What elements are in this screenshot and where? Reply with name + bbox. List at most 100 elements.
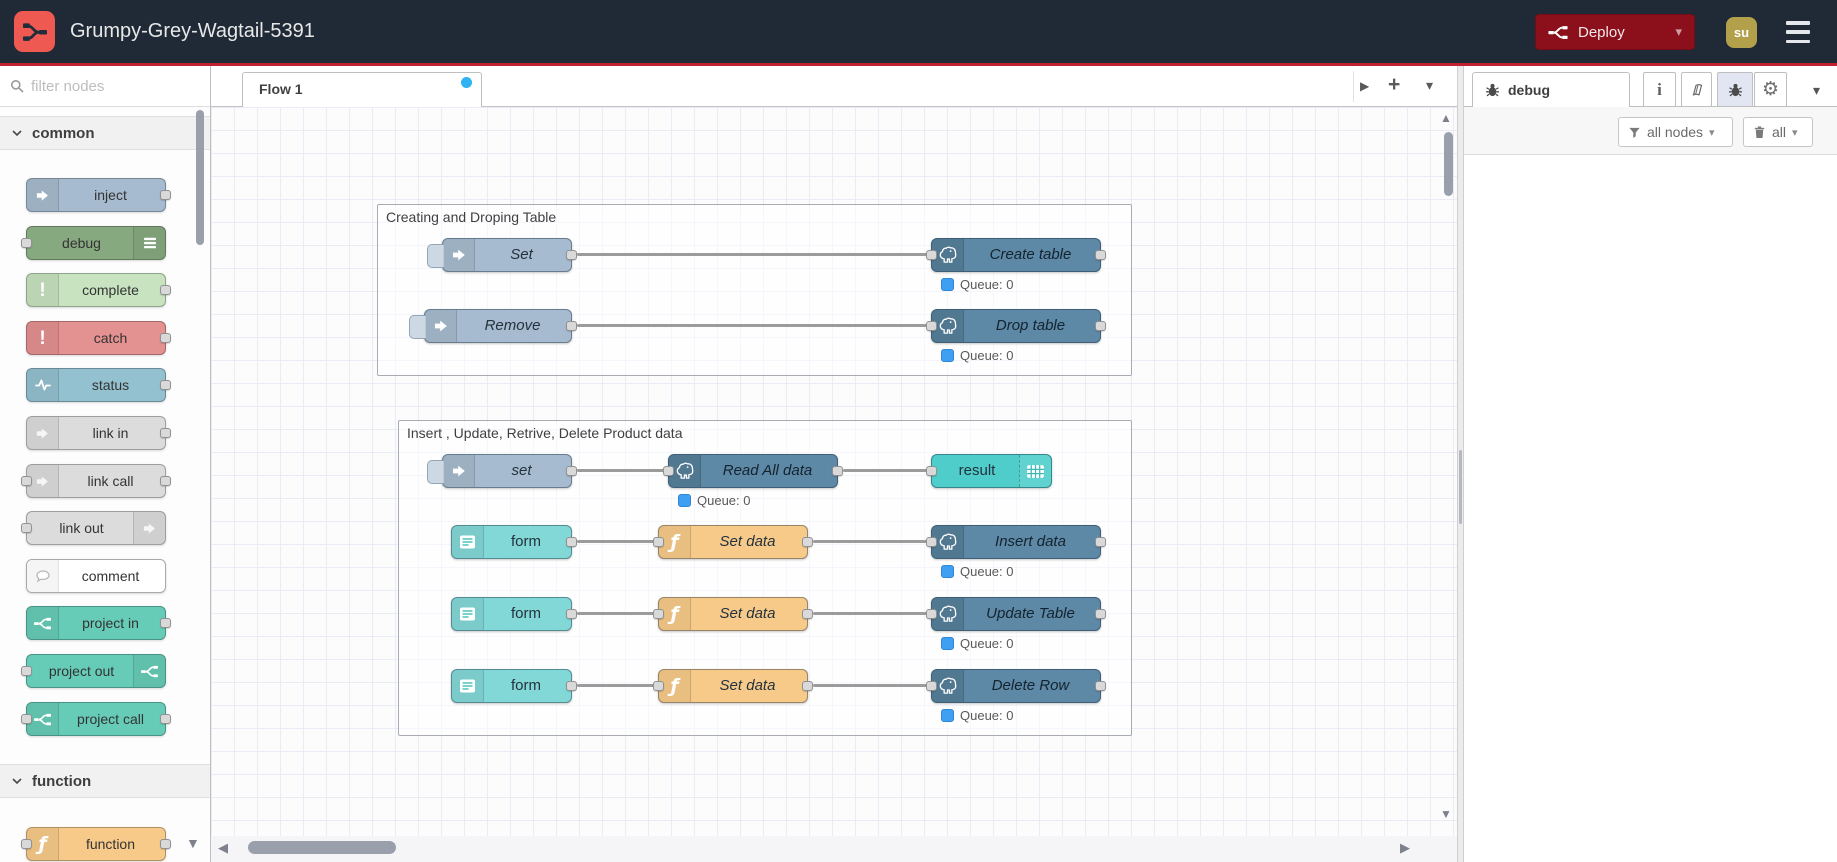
node-form-1[interactable]: form xyxy=(451,525,577,559)
wire[interactable] xyxy=(813,540,927,543)
node-function-set-data-1[interactable]: ƒ Set data xyxy=(653,525,813,559)
output-port[interactable] xyxy=(1095,681,1106,691)
wire[interactable] xyxy=(577,612,654,615)
canvas-scroll-right-icon[interactable]: ▶ xyxy=(1400,840,1410,855)
deploy-button[interactable]: Deploy ▾ xyxy=(1535,14,1695,50)
debug-filter-button[interactable]: all nodes ▾ xyxy=(1618,117,1733,147)
node-function-set-data-3[interactable]: ƒ Set data xyxy=(653,669,813,703)
palette-node-project-out[interactable]: project out xyxy=(21,654,166,688)
output-port[interactable] xyxy=(1095,609,1106,619)
input-port[interactable] xyxy=(926,321,937,331)
palette-category-common[interactable]: common xyxy=(0,116,210,150)
palette-node-catch[interactable]: ! catch xyxy=(26,321,171,355)
palette-node-project-call[interactable]: project call xyxy=(21,702,171,736)
palette-node-link-in[interactable]: link in xyxy=(26,416,171,450)
node-pg-drop-table[interactable]: Drop table xyxy=(926,309,1106,343)
search-input[interactable] xyxy=(31,77,196,95)
canvas-hscrollbar-track[interactable] xyxy=(211,836,1457,862)
input-port[interactable] xyxy=(926,466,937,476)
wire[interactable] xyxy=(577,469,665,472)
output-port[interactable] xyxy=(566,321,577,331)
palette-category-function[interactable]: function xyxy=(0,764,210,798)
palette-node-link-call[interactable]: link call xyxy=(21,464,171,498)
palette-node-inject[interactable]: inject xyxy=(26,178,171,212)
node-pg-insert-data[interactable]: Insert data xyxy=(926,525,1106,559)
output-port[interactable] xyxy=(802,609,813,619)
hamburger-menu-icon[interactable] xyxy=(1786,21,1810,43)
wire[interactable] xyxy=(577,540,654,543)
debug-tab-button[interactable] xyxy=(1717,72,1753,107)
tab-scroll-icon[interactable]: ▶ xyxy=(1360,79,1370,93)
wire[interactable] xyxy=(577,253,927,256)
node-pg-read-all-data[interactable]: Read All data xyxy=(663,454,843,488)
palette-node-debug[interactable]: debug xyxy=(21,226,166,260)
palette-scrollbar-thumb[interactable] xyxy=(196,110,204,245)
output-port[interactable] xyxy=(566,537,577,547)
palette-node-function[interactable]: ƒ function xyxy=(21,827,171,861)
node-inject-set2[interactable]: set xyxy=(427,454,577,488)
output-port[interactable] xyxy=(1095,321,1106,331)
help-tab-button[interactable] xyxy=(1681,72,1712,107)
node-pg-update-table[interactable]: Update Table xyxy=(926,597,1106,631)
output-port[interactable] xyxy=(566,466,577,476)
output-port[interactable] xyxy=(1095,250,1106,260)
input-port[interactable] xyxy=(653,609,664,619)
palette-scroll-down-icon[interactable]: ▼ xyxy=(186,835,200,851)
canvas-scroll-down-icon[interactable]: ▼ xyxy=(1440,807,1452,821)
inject-button[interactable] xyxy=(427,460,444,484)
node-pg-delete-row[interactable]: Delete Row xyxy=(926,669,1106,703)
output-port[interactable] xyxy=(802,681,813,691)
input-port[interactable] xyxy=(926,609,937,619)
palette-node-link-out[interactable]: link out xyxy=(21,511,166,545)
output-port[interactable] xyxy=(1095,537,1106,547)
info-tab-button[interactable]: i xyxy=(1643,72,1676,107)
flow-group-create-drop[interactable]: Creating and Droping Table xyxy=(377,204,1132,376)
input-port[interactable] xyxy=(926,250,937,260)
wire[interactable] xyxy=(577,684,654,687)
input-port[interactable] xyxy=(653,537,664,547)
output-port[interactable] xyxy=(566,609,577,619)
node-label: Remove xyxy=(484,317,541,334)
node-table-result[interactable]: result xyxy=(926,454,1052,488)
add-flow-button[interactable]: + xyxy=(1388,73,1401,96)
output-port[interactable] xyxy=(566,250,577,260)
canvas-hscrollbar-thumb[interactable] xyxy=(248,841,396,854)
node-pg-create-table[interactable]: Create table xyxy=(926,238,1106,272)
splitter-handle[interactable] xyxy=(1459,450,1462,524)
canvas-scroll-left-icon[interactable]: ◀ xyxy=(218,840,228,855)
node-inject-set[interactable]: Set xyxy=(427,238,577,272)
output-port[interactable] xyxy=(566,681,577,691)
input-port[interactable] xyxy=(663,466,674,476)
input-port[interactable] xyxy=(926,681,937,691)
debug-message-list[interactable] xyxy=(1464,155,1837,862)
user-avatar[interactable]: su xyxy=(1726,17,1757,48)
canvas-vscrollbar-thumb[interactable] xyxy=(1444,132,1453,196)
flow-list-dropdown-icon[interactable]: ▾ xyxy=(1426,77,1434,93)
node-inject-remove[interactable]: Remove xyxy=(409,309,577,343)
inject-button[interactable] xyxy=(409,315,426,339)
wire[interactable] xyxy=(843,469,927,472)
sidebar-splitter[interactable] xyxy=(1457,66,1464,862)
inject-button[interactable] xyxy=(427,244,444,268)
palette-node-status[interactable]: status xyxy=(26,368,171,402)
input-port[interactable] xyxy=(926,537,937,547)
tab-flow-1[interactable]: Flow 1 xyxy=(242,72,482,107)
output-port[interactable] xyxy=(802,537,813,547)
canvas-scroll-up-icon[interactable]: ▲ xyxy=(1440,111,1452,125)
input-port[interactable] xyxy=(653,681,664,691)
node-form-3[interactable]: form xyxy=(451,669,577,703)
palette-node-complete[interactable]: ! complete xyxy=(26,273,171,307)
deploy-options-caret-icon[interactable]: ▾ xyxy=(1675,24,1682,39)
output-port[interactable] xyxy=(832,466,843,476)
palette-node-comment[interactable]: comment xyxy=(26,559,166,593)
node-form-2[interactable]: form xyxy=(451,597,577,631)
config-tab-button[interactable]: ⚙ xyxy=(1754,72,1787,107)
wire[interactable] xyxy=(813,612,927,615)
wire[interactable] xyxy=(577,324,927,327)
node-function-set-data-2[interactable]: ƒ Set data xyxy=(653,597,813,631)
tab-debug[interactable]: debug xyxy=(1472,72,1630,107)
palette-node-project-in[interactable]: project in xyxy=(26,606,171,640)
debug-clear-button[interactable]: all ▾ xyxy=(1743,117,1813,147)
sidebar-menu-caret-icon[interactable]: ▾ xyxy=(1813,82,1821,98)
wire[interactable] xyxy=(813,684,927,687)
